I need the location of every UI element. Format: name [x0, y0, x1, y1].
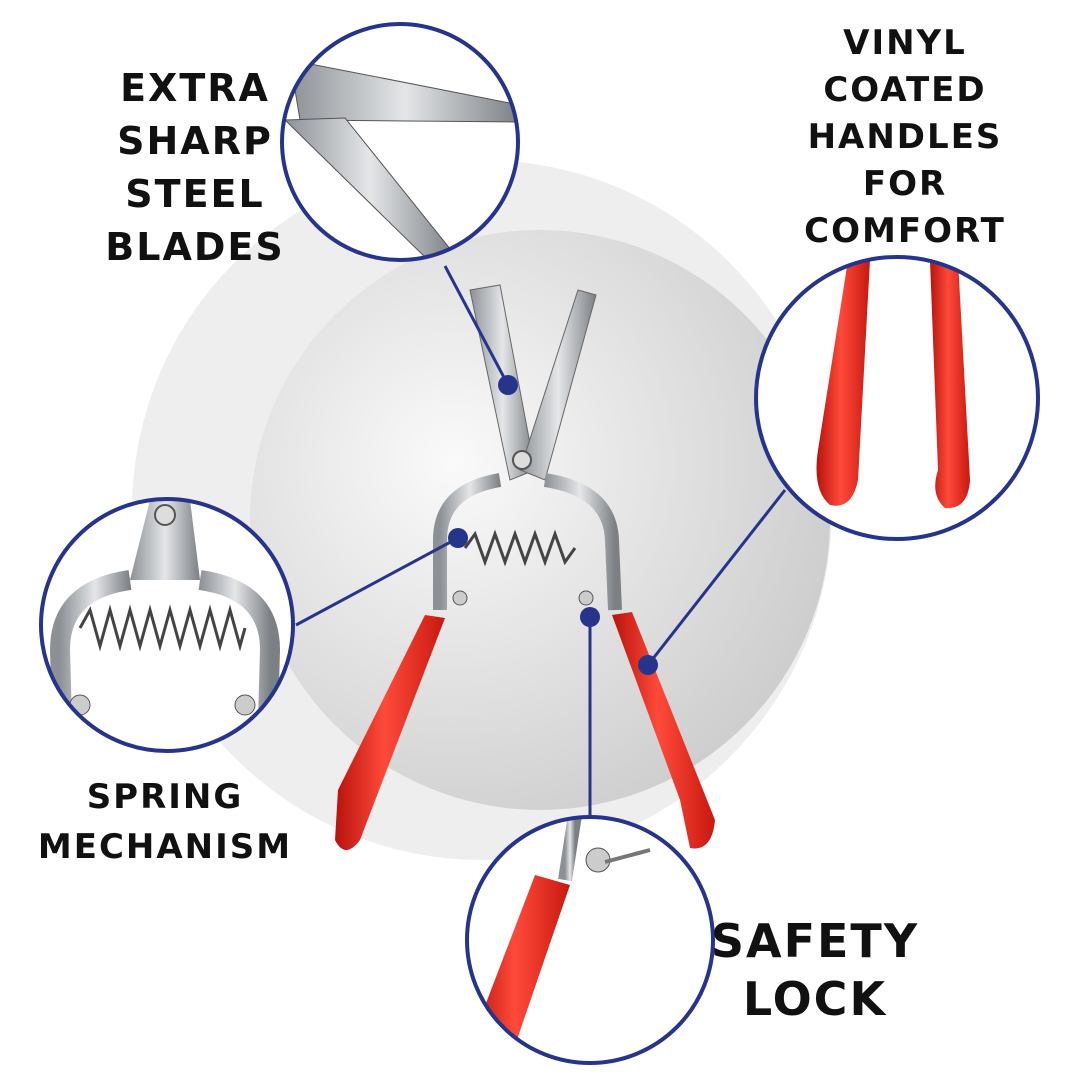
background-inner-circle [250, 230, 830, 810]
label-line: LOCK [742, 972, 888, 1026]
label-line: STEEL [125, 172, 265, 216]
handle-marker-dot [638, 655, 658, 675]
safety-detail-circle [465, 815, 715, 1065]
connector-lines [295, 265, 787, 817]
label-line: BLADES [105, 225, 285, 269]
spring-marker-dot [448, 528, 468, 548]
label-line: HANDLES [807, 117, 1003, 157]
label-line: SPRING [86, 777, 244, 817]
label-line: SHARP [117, 119, 273, 163]
label-line: EXTRA [120, 66, 270, 110]
label-line: COATED [823, 70, 987, 110]
safety-feature-label: SAFETY LOCK [700, 912, 930, 1028]
handles-detail-circle [754, 255, 1040, 541]
label-line: SAFETY [710, 914, 920, 968]
label-line: MECHANISM [37, 827, 293, 867]
label-line: FOR [862, 164, 948, 204]
handles-feature-label: VINYL COATED HANDLES FOR COMFORT [790, 20, 1020, 255]
spring-detail-circle [39, 497, 295, 753]
blade-detail-circle [280, 22, 520, 262]
spring-feature-label: SPRING MECHANISM [20, 772, 310, 872]
blades-feature-label: EXTRA SHARP STEEL BLADES [70, 62, 320, 274]
label-line: COMFORT [804, 211, 1006, 251]
blade-marker-dot [498, 375, 518, 395]
scissors-product [335, 284, 715, 850]
label-line: VINYL [843, 23, 967, 63]
safety-marker-dot [580, 607, 600, 627]
